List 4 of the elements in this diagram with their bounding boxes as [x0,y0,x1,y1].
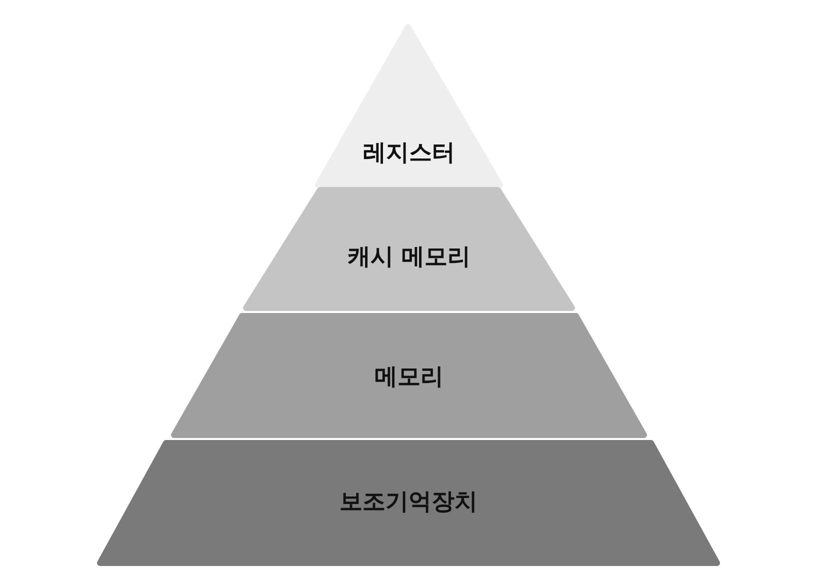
tier-label: 메모리 [374,364,444,390]
tier-label: 보조기억장치 [340,489,478,515]
tier-label: 레지스터 [363,140,455,166]
tier-label: 캐시 메모리 [347,244,470,270]
